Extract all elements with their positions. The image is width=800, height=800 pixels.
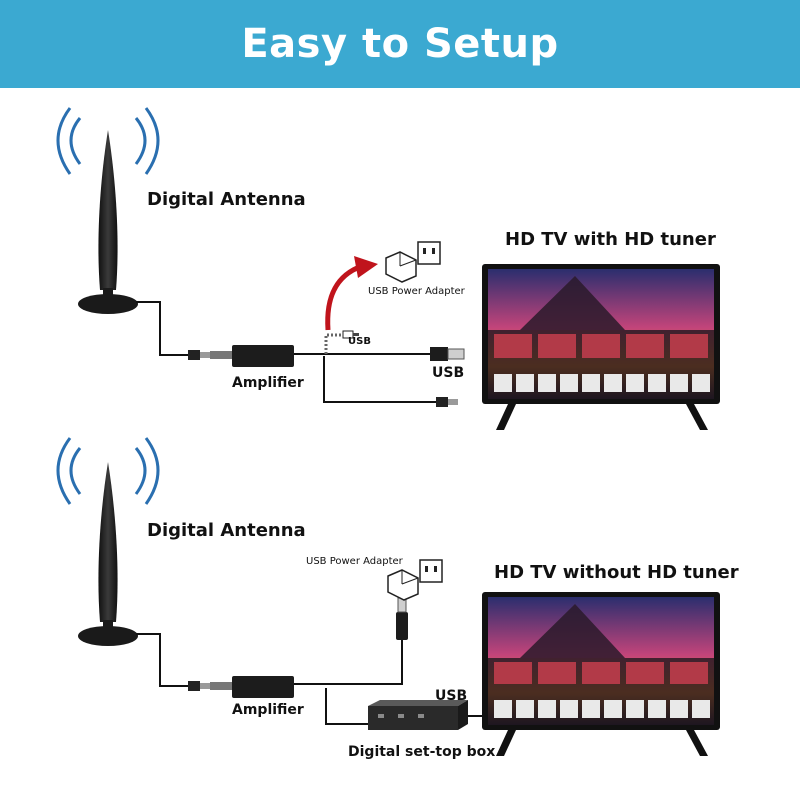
usb-power-adapter-label: USB Power Adapter (368, 286, 465, 297)
header-banner: Easy to Setup (0, 0, 800, 88)
signal-waves-icon (56, 107, 160, 175)
curved-arrow-icon (325, 256, 378, 331)
amplifier-label: Amplifier (232, 375, 304, 391)
amplifier-icon (232, 345, 294, 367)
settop-box-label: Digital set-top box (348, 744, 496, 760)
coax-cable (323, 356, 436, 403)
usb-power-adapter-label: USB Power Adapter (306, 556, 403, 567)
coax-connector-icon (188, 681, 232, 691)
signal-waves-icon (56, 437, 160, 505)
antenna-label: Digital Antenna (147, 520, 306, 541)
usb-label: USB (432, 365, 465, 381)
usb-cable (294, 640, 403, 685)
coax-connector-icon (188, 350, 232, 360)
antenna-cable (136, 301, 190, 356)
tv-icon (482, 592, 720, 756)
usb-plug-icon (430, 347, 465, 361)
page-title: Easy to Setup (241, 21, 559, 67)
wall-outlet-icon (417, 241, 441, 265)
power-adapter-icon (385, 251, 417, 283)
tv-title-without-tuner: HD TV without HD tuner (494, 562, 739, 583)
panel-without-tuner (56, 437, 720, 756)
coax-cable (325, 688, 368, 725)
usb-plug-icon (396, 597, 408, 640)
antenna-label: Digital Antenna (147, 189, 306, 210)
usb-cable-label: USB (348, 336, 371, 347)
coax-connector-icon (436, 397, 458, 407)
power-adapter-icon (387, 569, 419, 601)
antenna-icon (78, 130, 138, 314)
antenna-icon (78, 462, 138, 646)
usb-micro-plug-icon (342, 330, 359, 339)
wall-outlet-icon (419, 559, 443, 583)
tv-icon (482, 264, 720, 430)
tv-title-with-tuner: HD TV with HD tuner (505, 229, 716, 250)
amplifier-label: Amplifier (232, 702, 304, 718)
antenna-cable (136, 633, 190, 687)
usb-label: USB (435, 688, 468, 704)
settop-box-icon (368, 700, 468, 730)
amplifier-icon (232, 676, 294, 698)
panel-with-tuner (56, 107, 720, 430)
usb-power-cable (324, 333, 343, 354)
